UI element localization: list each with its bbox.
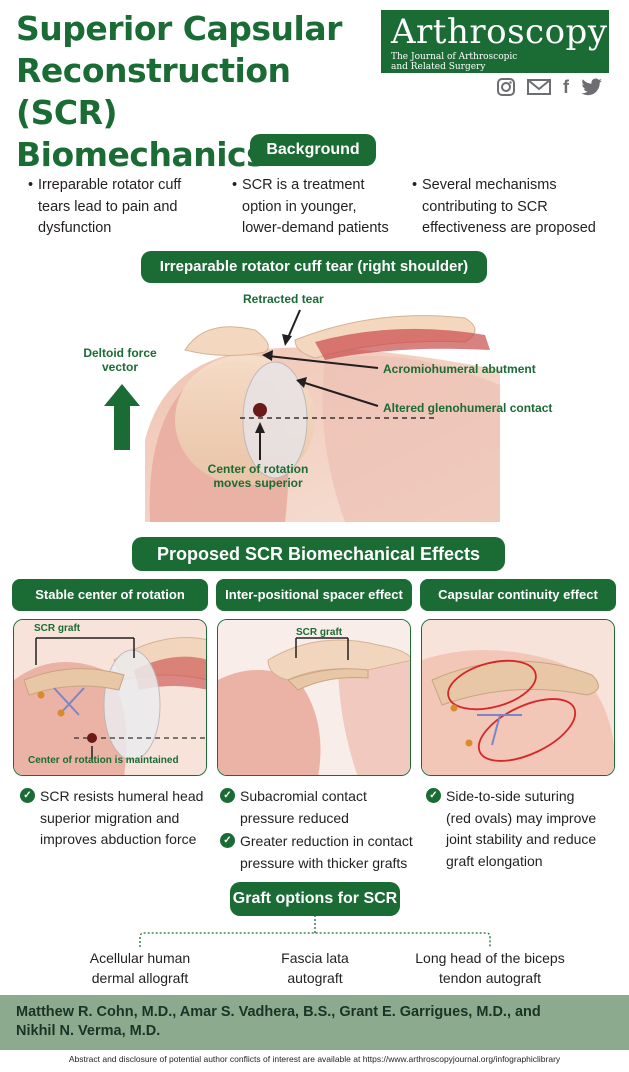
- check-line: pressure with thicker grafts: [240, 854, 408, 871]
- bullet-line: dysfunction: [38, 220, 112, 236]
- check-line: improves abduction force: [40, 831, 197, 847]
- background-bullet: • Several mechanisms contributing to SCR…: [412, 177, 596, 236]
- authors-line: Matthew R. Cohn, M.D., Amar S. Vadhera, …: [16, 1004, 541, 1020]
- graft-option: Fascia lata autograft: [255, 948, 375, 988]
- graft-option-line: dermal allograft: [91, 970, 189, 986]
- graft-option-line: Fascia lata: [281, 950, 349, 966]
- label-line: moves superior: [213, 476, 303, 490]
- capsular-continuity-illustration: [421, 619, 615, 776]
- check-item: ✓ SCR resists humeral head superior migr…: [20, 786, 210, 851]
- check-item: ✓ Subacromial contact pressure reduced: [220, 786, 425, 829]
- mail-icon[interactable]: [527, 78, 551, 96]
- check-item: ✓ Greater reduction in contact pressure …: [220, 831, 425, 874]
- instagram-icon[interactable]: [497, 78, 515, 96]
- journal-subtitle: The Journal of Arthroscopic and Related …: [391, 52, 599, 72]
- spacer-effect-illustration: SCR graft: [217, 619, 411, 776]
- callout-arrows: [255, 309, 379, 460]
- infographic-title: Superior Capsular Reconstruction (SCR) B…: [16, 8, 356, 176]
- title-line: Biomechanics: [16, 135, 266, 174]
- twitter-icon[interactable]: [581, 78, 603, 96]
- graft-option-line: tendon autograft: [439, 970, 541, 986]
- label-line: Deltoid force: [83, 346, 157, 360]
- panel-illustration: [14, 620, 206, 775]
- check-line: Subacromial contact: [240, 788, 367, 804]
- label-line: vector: [101, 360, 139, 374]
- bullet-line: Irreparable rotator cuff: [38, 177, 182, 193]
- check-line: Greater reduction in contact: [240, 833, 413, 849]
- graft-option-line: Long head of the biceps: [415, 950, 565, 966]
- acromiohumeral-label: Acromiohumeral abutment: [383, 362, 536, 376]
- effects-heading: Proposed SCR Biomechanical Effects: [132, 537, 505, 571]
- check-line: (red ovals) may improve: [446, 809, 597, 826]
- center-of-rotation-label: Center of rotation moves superior: [198, 462, 318, 490]
- check-circle-icon: ✓: [20, 788, 35, 803]
- bullet-line: effectiveness are proposed: [422, 220, 596, 236]
- graft-option: Long head of the biceps tendon autograft: [405, 948, 575, 988]
- check-item: ✓ Side-to-side suturing (red ovals) may …: [426, 786, 626, 872]
- journal-logo[interactable]: Arthroscopy The Journal of Arthroscopic …: [381, 10, 609, 73]
- check-circle-icon: ✓: [220, 833, 235, 848]
- journal-subtitle-line: The Journal of Arthroscopic: [391, 52, 518, 62]
- graft-options-heading: Graft options for SCR: [230, 882, 400, 916]
- up-arrow-icon: [104, 384, 140, 450]
- bullet-line: contributing to SCR: [422, 198, 548, 215]
- check-circle-icon: ✓: [220, 788, 235, 803]
- social-links: f: [497, 78, 603, 96]
- bullet-line: lower-demand patients: [242, 220, 389, 236]
- check-line: SCR resists humeral head: [40, 788, 204, 804]
- background-bullet: • SCR is a treatment option in younger, …: [232, 177, 389, 236]
- check-circle-icon: ✓: [426, 788, 441, 803]
- authors-band: Matthew R. Cohn, M.D., Amar S. Vadhera, …: [0, 995, 629, 1050]
- column-heading-capsular-continuity: Capsular continuity effect: [420, 579, 616, 611]
- journal-name: Arthroscopy: [391, 12, 608, 52]
- journal-subtitle-line: and Related Surgery: [391, 62, 486, 72]
- graft-connector-lines: [139, 915, 491, 947]
- column-heading-spacer-effect: Inter-positional spacer effect: [216, 579, 412, 611]
- background-heading: Background: [250, 134, 376, 166]
- panel-illustration: [422, 620, 614, 775]
- title-line: Superior Capsular: [16, 9, 342, 48]
- shoulder-anatomy-illustration: [145, 315, 500, 522]
- check-line: Side-to-side suturing: [446, 788, 575, 804]
- check-line: joint stability and reduce: [446, 831, 597, 847]
- tear-heading: Irreparable rotator cuff tear (right sho…: [141, 251, 487, 283]
- footer-disclosure[interactable]: Abstract and disclosure of potential aut…: [68, 1054, 561, 1064]
- graft-option: Acellular human dermal allograft: [70, 948, 210, 988]
- deltoid-force-label: Deltoid force vector: [70, 346, 170, 374]
- label-line: Center of rotation: [207, 462, 309, 476]
- bullet-line: Several mechanisms: [422, 177, 557, 193]
- check-line: pressure reduced: [240, 809, 349, 826]
- panel-illustration: [218, 620, 410, 775]
- background-bullet: • Irreparable rotator cuff tears lead to…: [28, 177, 182, 236]
- column-heading-stable-center: Stable center of rotation: [12, 579, 208, 611]
- graft-option-line: Acellular human: [89, 950, 191, 966]
- check-line: superior migration and: [40, 809, 180, 826]
- center-maintained-label: Center of rotation is maintained: [28, 755, 179, 766]
- bullet-line: option in younger,: [242, 198, 357, 215]
- scr-graft-label: SCR graft: [34, 623, 81, 634]
- title-line: Reconstruction (SCR): [16, 51, 291, 132]
- glenohumeral-label: Altered glenohumeral contact: [383, 401, 553, 415]
- stable-center-illustration: SCR graft Center of rotation is maintain…: [13, 619, 207, 776]
- retracted-tear-label: Retracted tear: [243, 292, 324, 306]
- graft-option-line: autograft: [287, 970, 343, 986]
- bullet-line: SCR is a treatment: [242, 177, 365, 193]
- bullet-line: tears lead to pain and: [38, 198, 178, 215]
- scr-graft-label: SCR graft: [296, 627, 343, 638]
- facebook-icon[interactable]: f: [563, 77, 569, 97]
- check-line: graft elongation: [446, 852, 543, 869]
- authors-line: Nikhil N. Verma, M.D.: [16, 1023, 161, 1039]
